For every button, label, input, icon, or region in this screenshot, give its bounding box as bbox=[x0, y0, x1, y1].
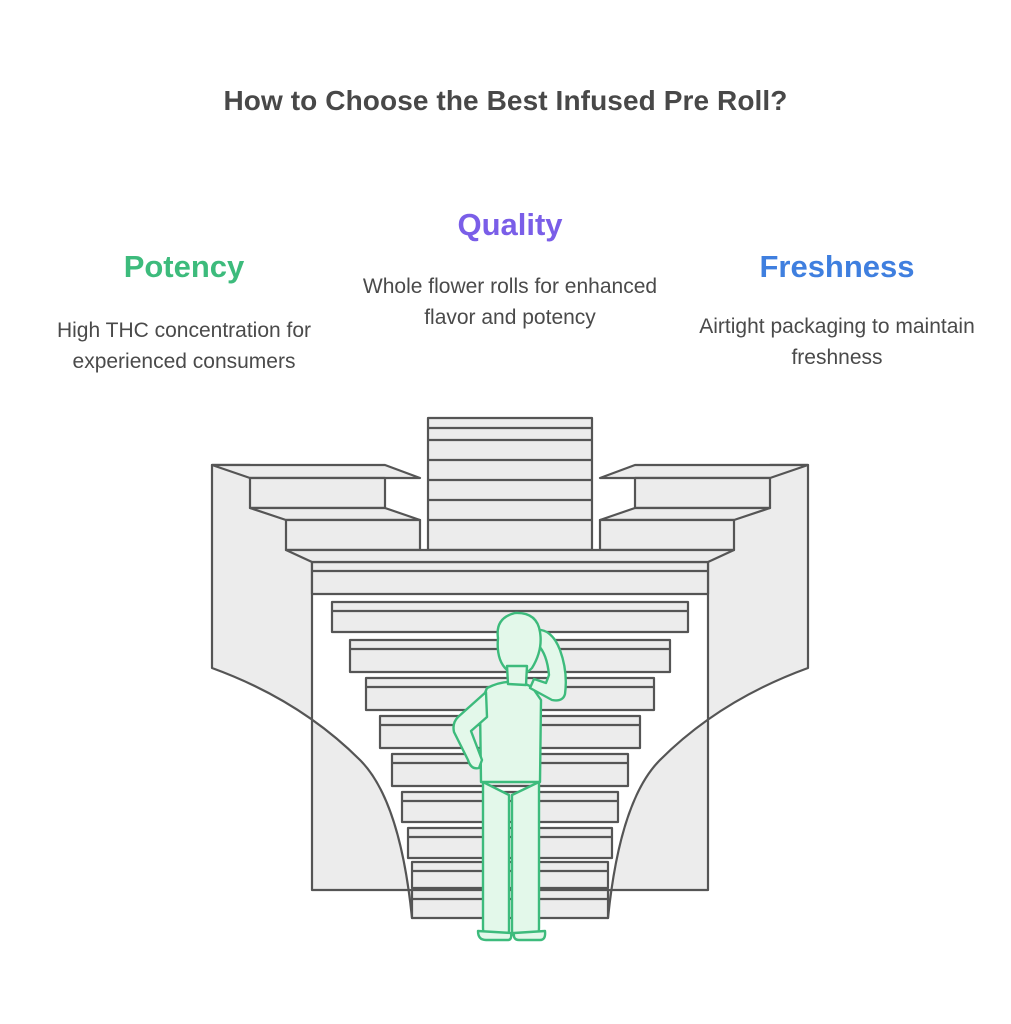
person-right-leg bbox=[510, 780, 541, 940]
center-pillar bbox=[426, 416, 594, 552]
potency-description: High THC concentration for experienced c… bbox=[56, 319, 312, 373]
person-left-arm bbox=[452, 690, 489, 770]
right-top-step-riser bbox=[633, 476, 772, 510]
left-second-step-riser bbox=[284, 518, 422, 552]
person-right-foot bbox=[512, 929, 547, 942]
person-head bbox=[496, 611, 542, 676]
center-landing bbox=[284, 548, 736, 564]
potency-column: Potency High THC concentration for exper… bbox=[28, 247, 340, 377]
freshness-heading: Freshness bbox=[759, 249, 915, 284]
freshness-description: Airtight packaging to maintain freshness bbox=[699, 315, 975, 369]
person-right-arm bbox=[528, 628, 568, 702]
left-top-step-tread bbox=[210, 463, 422, 480]
person-neck bbox=[505, 664, 529, 687]
thinking-person-icon bbox=[452, 611, 568, 942]
right-top-step-tread bbox=[598, 463, 810, 480]
potency-heading: Potency bbox=[123, 249, 245, 284]
right-second-step-riser bbox=[598, 518, 736, 552]
person-left-leg bbox=[481, 780, 511, 940]
quality-description: Whole flower rolls for enhanced flavor a… bbox=[362, 275, 658, 329]
left-curved-wall bbox=[210, 463, 414, 920]
quality-heading: Quality bbox=[457, 207, 563, 242]
center-step-1 bbox=[310, 560, 710, 596]
freshness-column: Freshness Airtight packaging to maintain… bbox=[682, 247, 992, 373]
page-title: How to Choose the Best Infused Pre Roll? bbox=[223, 85, 788, 116]
quality-column: Quality Whole flower rolls for enhanced … bbox=[350, 205, 670, 333]
person-torso bbox=[478, 680, 543, 784]
person-left-foot bbox=[476, 929, 513, 942]
right-curved-wall bbox=[606, 463, 810, 920]
left-top-step-riser bbox=[248, 476, 387, 510]
